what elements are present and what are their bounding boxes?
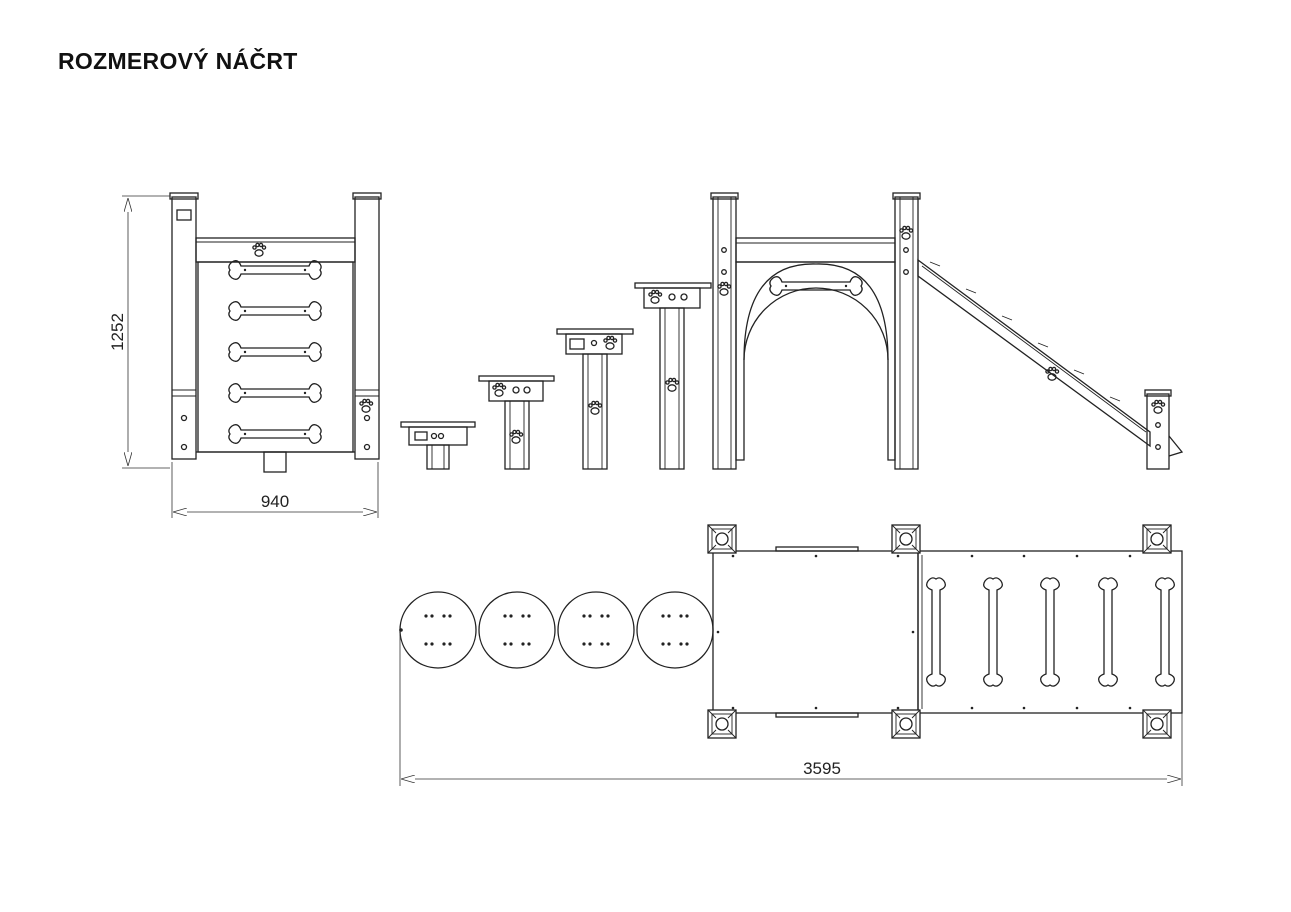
bone-icon <box>769 276 863 296</box>
front-view <box>169 192 382 473</box>
bone-rung-icon <box>228 342 322 362</box>
post-top-icon <box>1142 524 1172 554</box>
height-dimension-label: 1252 <box>108 313 127 351</box>
paw-icon <box>665 377 680 392</box>
length-dimension: 3595 <box>399 633 1183 786</box>
paw-icon <box>899 225 914 240</box>
page-title: ROZMEROVÝ NÁČRT <box>58 48 298 74</box>
post-top-icon <box>891 709 921 739</box>
paw-icon <box>509 429 524 444</box>
paw-icon <box>252 242 267 257</box>
bone-rung-icon <box>228 301 322 321</box>
bone-rung-icon <box>1098 577 1118 687</box>
paw-icon <box>359 398 374 413</box>
paw-icon <box>648 289 663 304</box>
bone-rung-icon <box>926 577 946 687</box>
bone-rung-icon <box>228 260 322 280</box>
length-dimension-label: 3595 <box>803 759 841 778</box>
bone-rung-icon <box>983 577 1003 687</box>
paw-icon <box>1151 399 1166 414</box>
bone-rung-icon <box>228 383 322 403</box>
bone-rung-icon <box>228 424 322 444</box>
post-top-icon <box>707 524 737 554</box>
width-dimension-label: 940 <box>261 492 289 511</box>
paw-icon <box>492 382 507 397</box>
post-top-icon <box>1142 709 1172 739</box>
disc-icon <box>636 591 714 669</box>
bone-rung-icon <box>1040 577 1060 687</box>
width-dimension: 940 <box>171 462 379 518</box>
paw-icon <box>603 335 618 350</box>
disc-icon <box>399 591 477 669</box>
disc-icon <box>557 591 635 669</box>
height-dimension: 1252 <box>108 195 170 469</box>
disc-icon <box>478 591 556 669</box>
top-view <box>399 524 1183 739</box>
post-top-icon <box>707 709 737 739</box>
paw-icon <box>717 281 732 296</box>
post-top-icon <box>891 524 921 554</box>
paw-icon <box>588 400 603 415</box>
side-view <box>400 192 1184 470</box>
bone-rung-icon <box>1155 577 1175 687</box>
